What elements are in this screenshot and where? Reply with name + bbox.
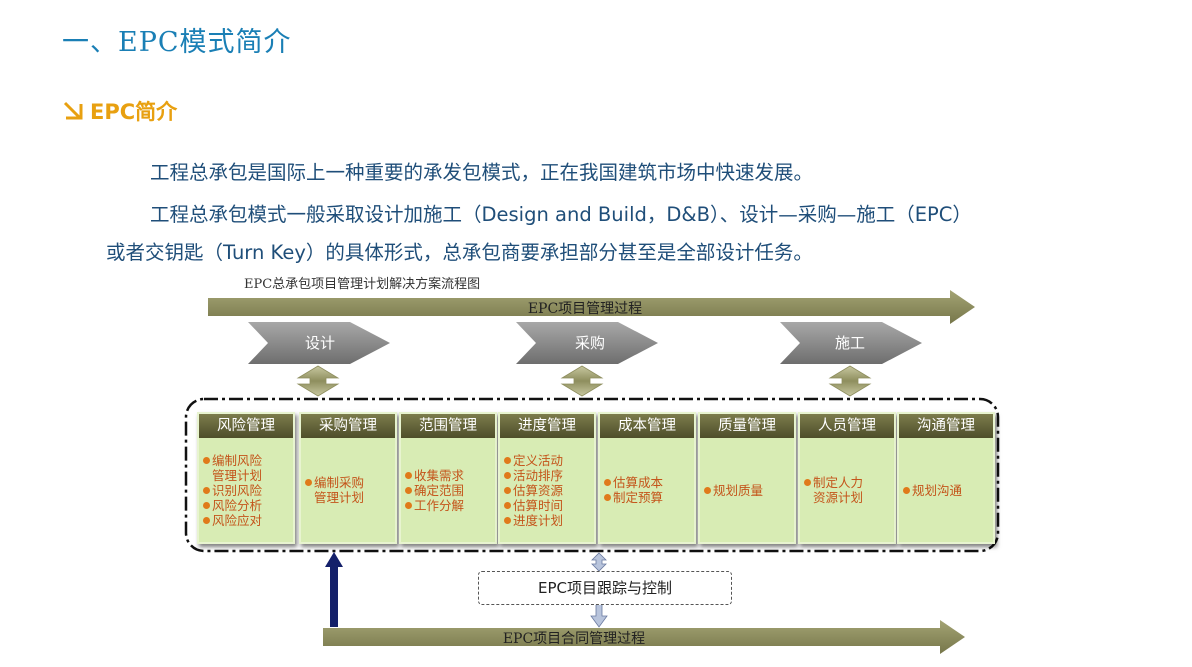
module-item: 确定范围 xyxy=(405,483,491,498)
section-heading-label: EPC简介 xyxy=(90,100,178,124)
bottom-arrow-label: EPC项目合同管理过程 xyxy=(503,631,645,647)
module-header: 风险管理 xyxy=(199,414,293,438)
arrow-down-right-icon xyxy=(62,100,90,124)
module-quality: 质量管理 规划质量 xyxy=(698,412,796,544)
module-scope: 范围管理 收集需求 确定范围 工作分解 xyxy=(399,412,497,544)
phase-chevron-construction: 施工 xyxy=(780,322,922,364)
module-header: 质量管理 xyxy=(700,414,794,438)
double-arrow-icon xyxy=(296,365,340,397)
module-item: 活动排序 xyxy=(504,468,590,483)
module-header: 范围管理 xyxy=(401,414,495,438)
module-item: 风险分析 xyxy=(203,498,289,513)
page-title: 一、EPC模式简介 xyxy=(62,27,292,58)
module-item: 编制风险 xyxy=(203,453,289,468)
double-arrow-icon xyxy=(828,365,872,397)
tracking-control-box: EPC项目跟踪与控制 xyxy=(478,571,732,605)
module-item: 收集需求 xyxy=(405,468,491,483)
module-item: 制定预算 xyxy=(604,490,690,505)
paragraph-2: 工程总承包模式一般采取设计加施工（Design and Build，D&B）、设… xyxy=(150,203,972,226)
module-header: 进度管理 xyxy=(500,414,594,438)
top-arrow-label: EPC项目管理过程 xyxy=(528,301,642,317)
paragraph-3: 或者交钥匙（Turn Key）的具体形式，总承包商要承担部分甚至是全部设计任务。 xyxy=(106,241,813,264)
tracking-double-arrow-icon xyxy=(591,552,607,572)
module-schedule: 进度管理 定义活动 活动排序 估算资源 估算时间 进度计划 xyxy=(498,412,596,544)
double-arrow-icon xyxy=(560,365,604,397)
module-item: 规划沟通 xyxy=(903,483,989,498)
module-item-cont: 管理计划 xyxy=(212,467,263,483)
module-item: 工作分解 xyxy=(405,498,491,513)
module-header: 人员管理 xyxy=(800,414,894,438)
module-item-cont: 资源计划 xyxy=(813,490,864,505)
module-communication: 沟通管理 规划沟通 xyxy=(897,412,995,544)
module-item: 风险应对 xyxy=(203,513,289,528)
module-header: 沟通管理 xyxy=(899,414,993,438)
phase-label: 施工 xyxy=(835,334,865,352)
module-item: 估算成本 xyxy=(604,475,690,490)
phase-chevron-design: 设计 xyxy=(248,322,390,364)
section-heading: EPC简介 xyxy=(62,96,177,126)
module-cost: 成本管理 估算成本 制定预算 xyxy=(598,412,696,544)
phase-label: 设计 xyxy=(305,334,335,352)
top-process-arrow xyxy=(208,290,975,324)
module-item: 进度计划 xyxy=(504,513,590,528)
module-item: 估算资源 xyxy=(504,483,590,498)
module-staff: 人员管理 制定人力 资源计划 xyxy=(798,412,896,544)
paragraph-1: 工程总承包是国际上一种重要的承发包模式，正在我国建筑市场中快速发展。 xyxy=(150,161,814,184)
module-item: 编制采购 xyxy=(305,475,391,490)
modules-frame xyxy=(184,397,1000,553)
module-header: 采购管理 xyxy=(301,414,395,438)
phase-label: 采购 xyxy=(575,334,605,352)
bottom-process-arrow xyxy=(323,620,965,654)
module-item: 识别风险 xyxy=(203,483,289,498)
phase-chevron-procurement: 采购 xyxy=(516,322,658,364)
module-item: 估算时间 xyxy=(504,498,590,513)
module-procurement: 采购管理 编制采购 管理计划 xyxy=(299,412,397,544)
module-risk: 风险管理 编制风险 管理计划 识别风险 风险分析 风险应对 xyxy=(197,412,295,544)
module-item: 制定人力 xyxy=(804,475,890,490)
module-item-cont: 管理计划 xyxy=(314,490,365,505)
up-arrow-icon xyxy=(325,552,343,627)
module-item: 定义活动 xyxy=(504,453,590,468)
module-item: 规划质量 xyxy=(704,483,790,498)
diagram-title: EPC总承包项目管理计划解决方案流程图 xyxy=(244,277,481,292)
module-header: 成本管理 xyxy=(600,414,694,438)
tracking-down-arrow-icon xyxy=(590,603,608,628)
